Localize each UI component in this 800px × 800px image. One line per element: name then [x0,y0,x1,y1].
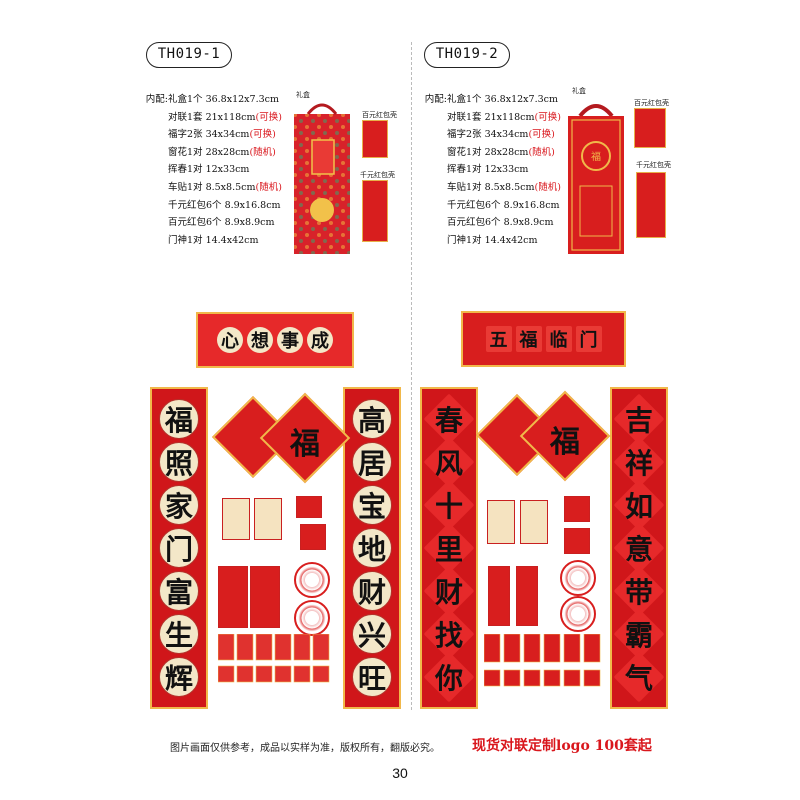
product-code-badge: TH019-1 [146,42,232,68]
red-envelope-grid [483,633,608,694]
envelope-100-shell [362,120,388,158]
envelope-1000-shell [636,172,666,238]
fu-character: 福 [550,425,580,460]
door-god-card [520,500,548,544]
spec-label: 内配: [145,94,168,105]
envelope-100-label: 百元红包壳 [634,99,669,107]
right-couplet: 高 居 宝 地 财 兴 旺 [343,387,401,709]
left-couplet: 福 照 家 门 富 生 辉 [150,387,208,709]
product-spec-list: 内配:礼盒1个 36.8x12x7.3cm 对联1套 21x118cm(可换) … [409,91,561,249]
car-sticker [300,524,326,550]
gift-box-label: 礼盒 [296,91,310,99]
car-sticker [296,496,322,518]
spring-scroll [218,566,248,628]
spring-scroll [250,566,280,628]
envelope-1000-label: 千元红包壳 [360,171,395,179]
spec-label: 内配: [424,94,447,105]
gift-box-label: 礼盒 [572,87,586,95]
right-couplet: 吉 祥 如 意 带 霸 气 [610,387,668,709]
left-couplet: 春 风 十 里 财 找 你 [420,387,478,709]
envelope-1000-shell [362,180,388,242]
door-god-card [254,498,282,540]
spring-scroll [516,566,538,626]
column-divider [411,42,412,710]
product-spec-list: 内配:礼盒1个 36.8x12x7.3cm 对联1套 21x118cm(可换) … [130,91,282,249]
paper-cut-window-flower [294,600,330,636]
disclaimer-text: 图片画面仅供参考，成品以实样为准，版权所有，翻版必究。 [170,743,440,754]
door-god-card [222,498,250,540]
horizontal-banner: 心 想 事 成 [196,312,354,368]
fu-character: 福 [290,427,320,462]
svg-text:福: 福 [591,150,601,163]
envelope-100-shell [634,108,666,148]
envelope-1000-label: 千元红包壳 [636,161,671,169]
door-god-card [487,500,515,544]
spring-scroll [488,566,510,626]
paper-cut-window-flower [560,596,596,632]
paper-cut-window-flower [560,560,596,596]
car-sticker [564,496,590,522]
red-envelope-grid [217,633,336,692]
page-number: 30 [392,765,408,781]
gift-box-image [292,100,352,255]
gift-box-image: 福 [566,96,626,256]
promo-text: 现货对联定制logo 100套起 [472,738,652,754]
envelope-100-label: 百元红包壳 [362,111,397,119]
car-sticker [564,528,590,554]
product-code-badge: TH019-2 [424,42,510,68]
paper-cut-window-flower [294,562,330,598]
horizontal-banner: 五 福 临 门 [461,311,626,367]
